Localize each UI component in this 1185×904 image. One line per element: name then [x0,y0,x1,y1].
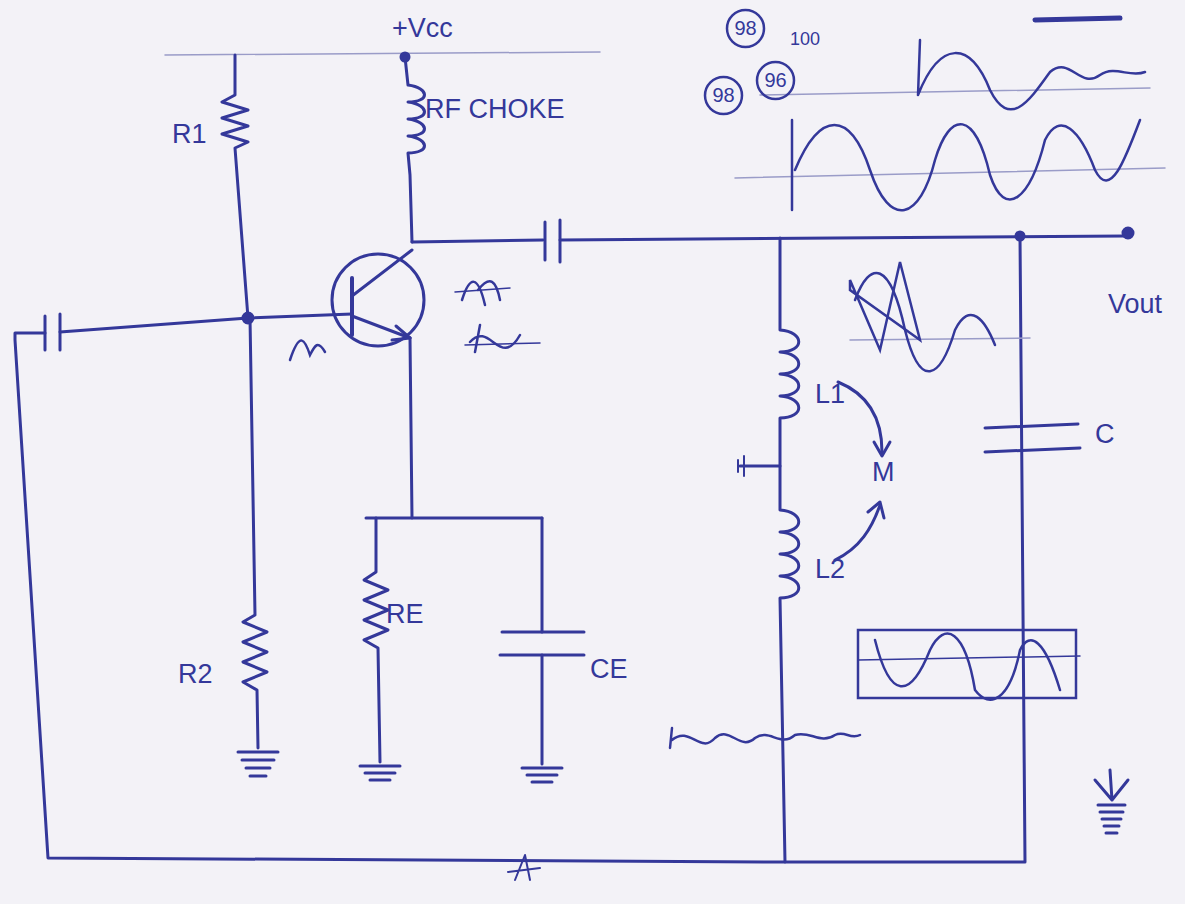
component-label: C [1095,420,1115,450]
circled-number: 98 [703,75,744,116]
number-text: 98 [734,17,756,40]
component-label: CE [590,655,628,685]
component-label: R1 [172,120,207,150]
component-label: RF CHOKE [425,95,565,125]
component-label: R2 [178,660,213,690]
component-label: L2 [815,555,845,585]
component-label: +Vcc [392,14,453,44]
component-label: RE [386,600,424,630]
component-label: M [872,458,895,488]
circled-number: 98 [725,8,766,49]
component-label: L1 [815,380,845,410]
number-text: 98 [712,84,734,107]
component-label: Vout [1108,290,1162,320]
component-label: 100 [790,30,820,50]
circled-number: 96 [755,60,796,101]
number-text: 96 [764,69,786,92]
